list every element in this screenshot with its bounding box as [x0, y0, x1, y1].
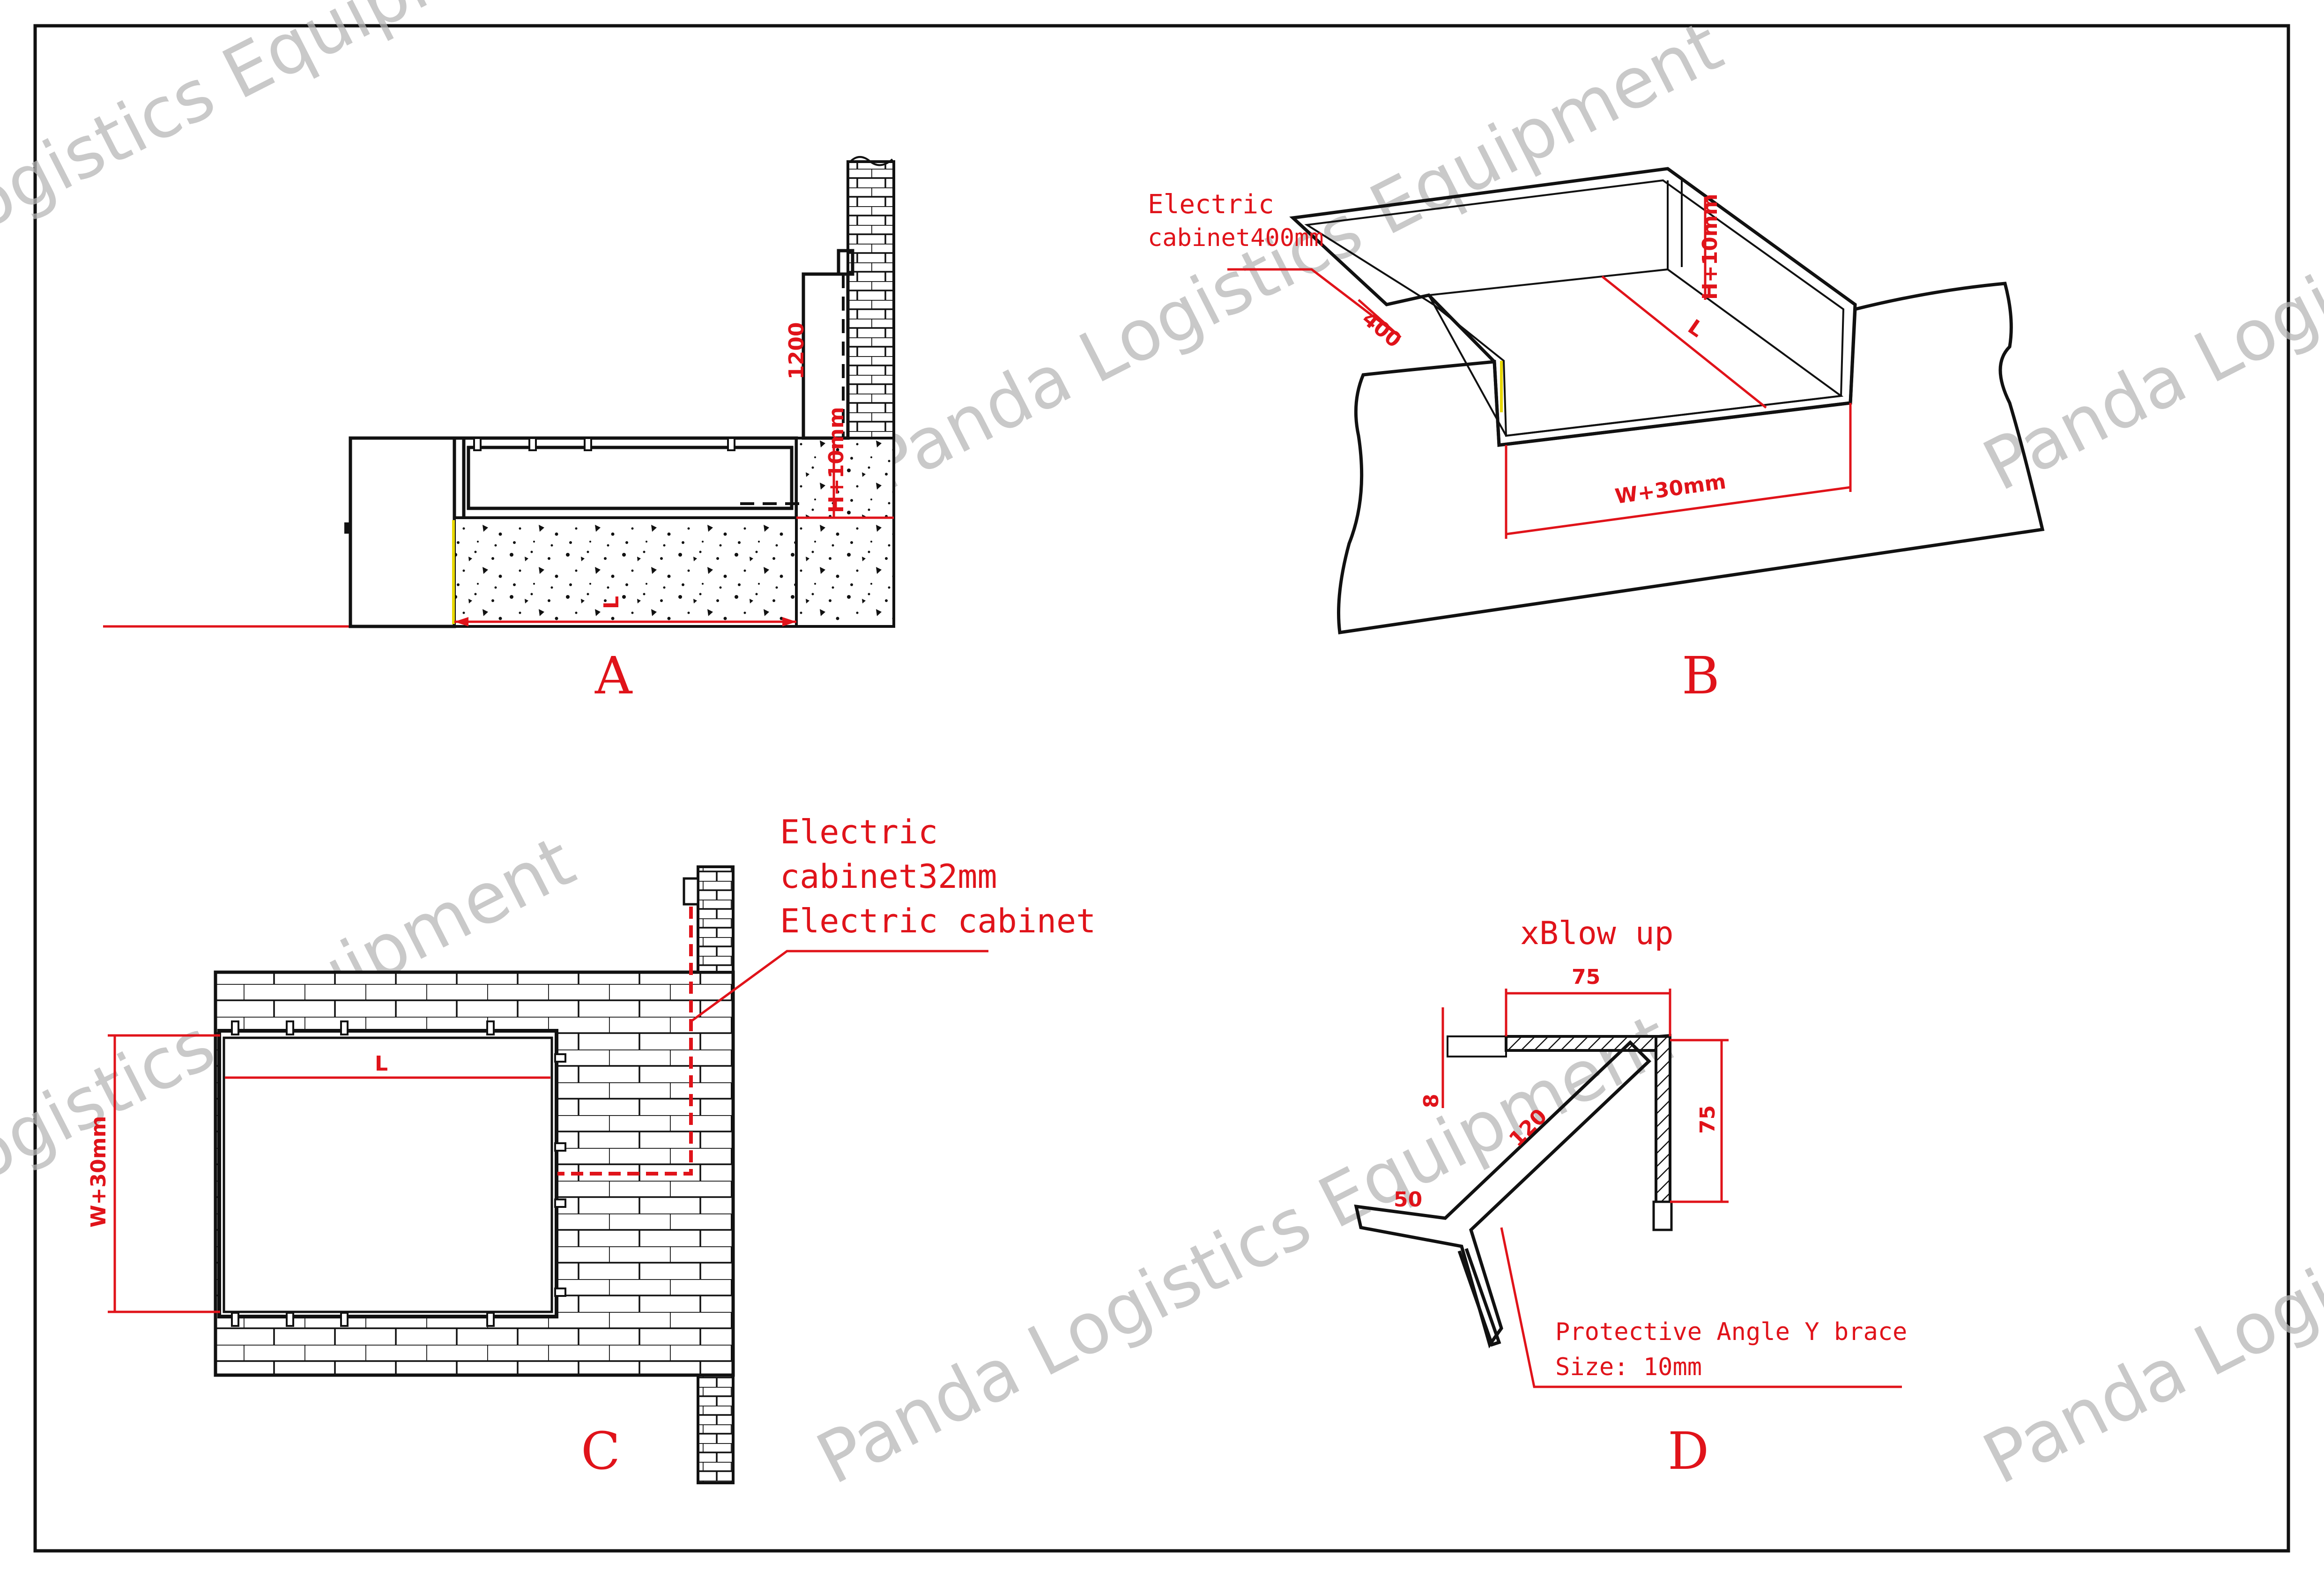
view-b: L H+10mm W+30mm 400 Electric cabinet400m…: [1148, 167, 2045, 706]
angle-top-flange: [1505, 1035, 1671, 1052]
dim-width-b: W+30mm: [1613, 469, 1727, 509]
side-stub: [1652, 1200, 1673, 1231]
callout-b-line2: cabinet400mm: [1148, 224, 1324, 252]
watermark-text: Panda Logistics Equipment: [804, 999, 1683, 1500]
cabinet-top: [837, 249, 854, 276]
angle-side-flange: [1655, 1035, 1671, 1204]
watermark-text: Panda Logistics Equipment: [1971, 999, 2324, 1500]
dim-width-c: W+30mm: [87, 1116, 111, 1228]
dock-wall-bricks: [846, 160, 895, 439]
note-d-line1: Protective Angle Y brace: [1555, 1318, 1907, 1346]
callout-c-line2: cabinet32mm: [780, 857, 997, 896]
dim-arm-d: 50: [1394, 1188, 1422, 1212]
dim-thickness-d: 8: [1419, 1094, 1443, 1108]
dock-front-concrete: [795, 437, 895, 628]
dim-length-a: L: [600, 596, 624, 609]
anchor-bolts: [231, 1020, 566, 1327]
view-label-b: B: [1682, 646, 1720, 706]
electric-cabinet: [802, 272, 850, 440]
dim-side-d: 75: [1696, 1105, 1720, 1134]
dim-length-b: L: [1684, 315, 1708, 342]
view-a: L H+10mm 1200 A: [103, 156, 895, 706]
dim-pit-a: H+10mm: [824, 407, 848, 513]
detail-title: xBlow up: [1520, 915, 1674, 952]
wall-lower: [697, 1374, 735, 1484]
sheet-border: [33, 24, 2290, 1553]
note-d-line2: Size: 10mm: [1555, 1353, 1702, 1381]
deck-bolts: [473, 437, 735, 451]
view-label-c: C: [581, 1421, 620, 1481]
dim-depth-b: 400: [1358, 306, 1406, 352]
ground-slab: [1337, 282, 2045, 634]
callout-c-line1: Electric: [780, 813, 938, 851]
dim-height-a: 1200: [785, 322, 809, 380]
dim-top-d: 75: [1572, 965, 1600, 989]
pit-floor: [1427, 268, 1844, 437]
callout-c-line3: Electric cabinet: [780, 902, 1096, 940]
cabinet-plan: [683, 877, 699, 906]
view-label-d: D: [1668, 1421, 1709, 1481]
top-plate: [1447, 1035, 1507, 1057]
leveler-housing: [349, 436, 456, 628]
callout-b-line1: Electric: [1148, 189, 1274, 220]
break-line: [849, 156, 893, 166]
view-d: xBlow up 75 75 8 120 50 Protective Angle…: [1354, 915, 1907, 1481]
dim-length-c: L: [375, 1052, 388, 1076]
pit-inner-plan: [223, 1036, 553, 1313]
handle: [344, 522, 351, 534]
dim-height-b: H+10mm: [1698, 194, 1722, 300]
wall-upper: [697, 865, 735, 974]
watermark-text: Panda Logistics Equipment: [1971, 6, 2324, 507]
watermark-text: Panda Logistics Equipment: [0, 0, 587, 371]
view-label-a: A: [594, 646, 633, 706]
conduit-route: [557, 907, 693, 1176]
pit-rim: [1289, 167, 1857, 447]
y-brace-lower: [1457, 1248, 1501, 1347]
view-c: L W+30mm Electric cabinet32mm Electric c…: [87, 813, 1096, 1484]
deck: [454, 436, 798, 518]
